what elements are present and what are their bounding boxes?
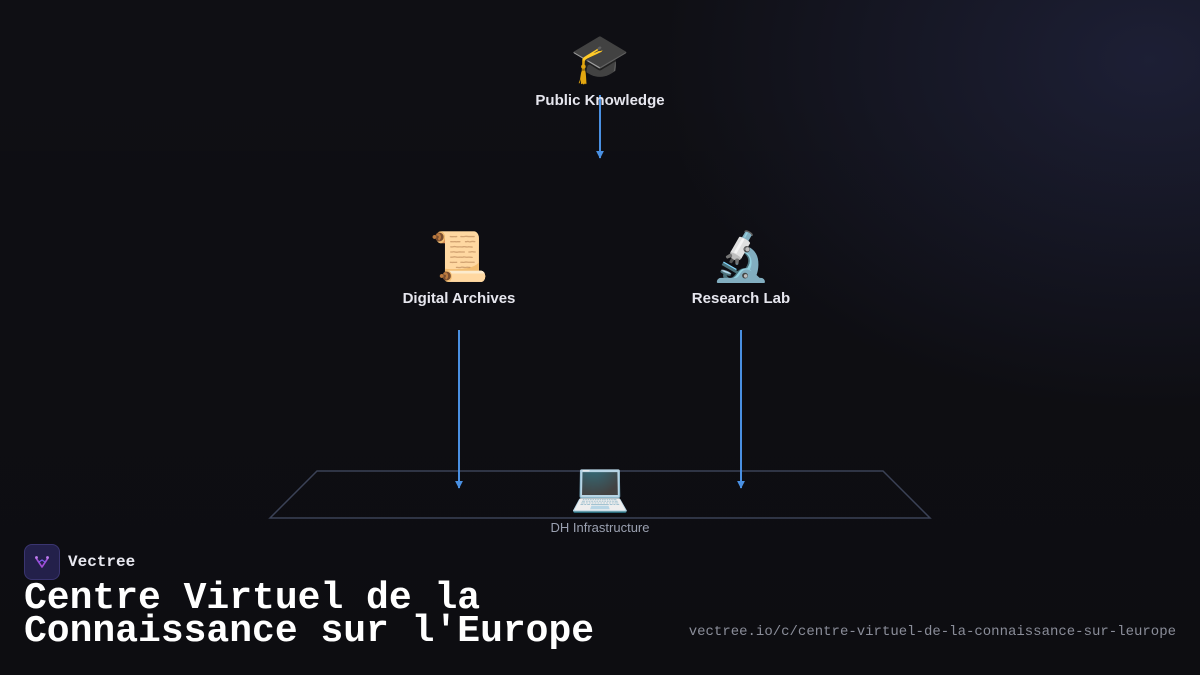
node-label-dh-infrastructure: DH Infrastructure — [550, 520, 650, 535]
scroll-icon: 📜 — [429, 231, 489, 284]
brand-name: Vectree — [68, 553, 136, 571]
node-label-digital-archives: Digital Archives — [402, 290, 516, 307]
node-dh-infrastructure[interactable]: 💻 DH Infrastructure — [551, 460, 650, 535]
page-title: Centre Virtuel de la Connaissance sur l'… — [24, 580, 594, 651]
vectree-logo-icon — [24, 544, 60, 580]
microscope-icon: 🔬 — [711, 231, 771, 284]
infrastructure-platform — [268, 470, 932, 519]
node-label-research-lab: Research Lab — [691, 290, 791, 307]
graduation-cap-icon: 🎓 — [570, 33, 630, 86]
node-public-knowledge[interactable]: 🎓 Public Knowledge — [535, 32, 664, 109]
page-url[interactable]: vectree.io/c/centre-virtuel-de-la-connai… — [688, 624, 1176, 640]
brand[interactable]: Vectree — [24, 544, 135, 580]
node-research-lab[interactable]: 🔬 Research Lab — [692, 230, 790, 307]
page-title-line-1: Centre Virtuel de la — [24, 577, 481, 620]
node-digital-archives[interactable]: 📜 Digital Archives — [403, 230, 516, 307]
page-title-line-2: Connaissance sur l'Europe — [24, 610, 595, 653]
laptop-icon: 💻 — [570, 461, 630, 514]
node-label-public-knowledge: Public Knowledge — [535, 92, 665, 109]
